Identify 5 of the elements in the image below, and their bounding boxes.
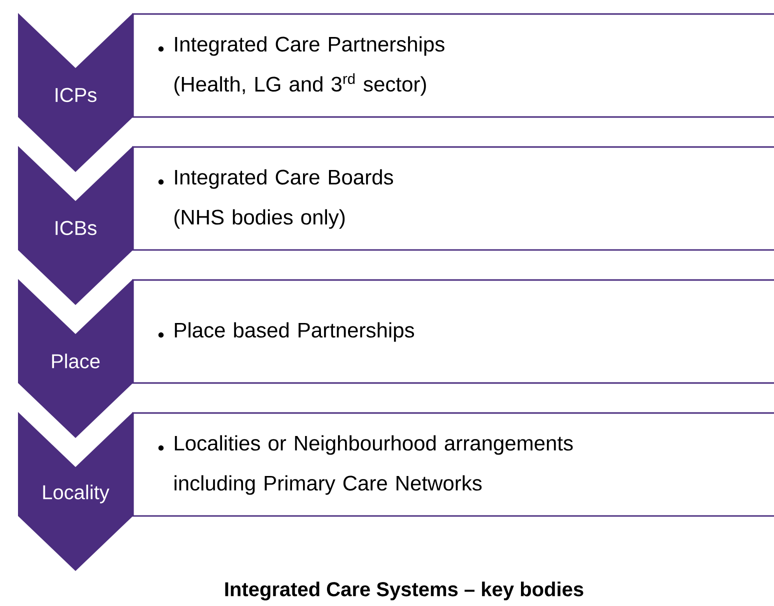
text-box: Localities or Neighbourhood arrangements including Primary Care Networks (132, 412, 774, 517)
text-box: Place based Partnerships (132, 279, 774, 384)
text-box: Integrated Care Partnerships (Health, LG and 3$^{rd}$ sector) (132, 13, 774, 118)
caption: Integrated Care Systems – key bodies (225, 582, 584, 600)
text-box: Integrated Care Boards (NHS bodies only) (132, 146, 774, 251)
